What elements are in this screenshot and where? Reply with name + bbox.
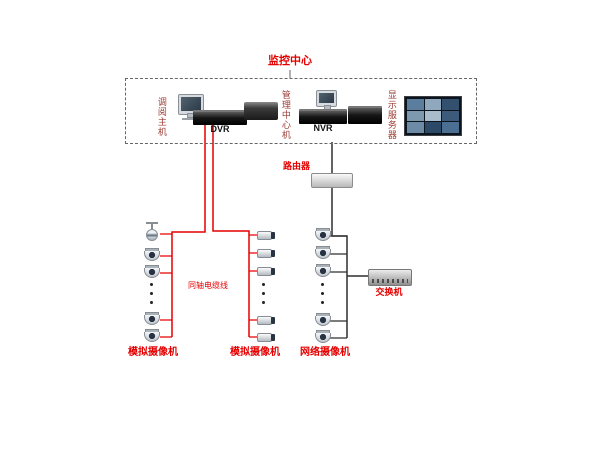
switch-ports [372,279,408,283]
nvr-device-icon [299,109,347,124]
network-camera-group-label: 网络摄像机 [300,347,350,358]
display-server-label: 显示服务器 [386,90,397,140]
management-label: 管理中心机 [280,90,291,140]
monitor-screen [319,93,334,103]
coaxial-cable-label: 同轴电缆线 [188,281,228,290]
monitor-screen [181,97,201,111]
ptz-camera-icon [146,222,158,242]
video-wall-icon [404,96,462,136]
diagram-title: 监控中心 [268,55,312,67]
dot [150,292,153,295]
ellipsis-dots-icon [262,283,266,310]
dome-camera-icon [315,264,331,277]
center-camera-stub-lines [249,234,257,338]
dot [321,301,324,304]
dot [262,301,265,304]
dome-camera-icon [144,329,160,342]
dome-camera-icon [315,330,331,343]
analog-camera-group-label-left: 模拟摄像机 [128,347,178,358]
bullet-camera-icon [257,315,275,327]
dot [262,292,265,295]
video-wall-screen [407,110,424,122]
dot [262,283,265,286]
dot [321,292,324,295]
ellipsis-dots-icon [321,283,325,310]
video-wall-screen [407,122,424,133]
video-wall-screen [424,99,442,110]
dome-camera-icon [315,228,331,241]
dot [321,283,324,286]
analog-camera-group-label-center: 模拟摄像机 [230,347,280,358]
dvr-to-center-camera-bus-line [212,123,250,337]
switch-icon [368,269,412,286]
management-server-icon [244,102,278,120]
dot [150,301,153,304]
monitor-base [181,118,199,120]
router-icon [311,173,353,188]
video-wall-screen [407,99,424,110]
dome-camera-icon [144,248,160,261]
dome-camera-icon [315,246,331,259]
left-camera-stub-lines [160,233,172,338]
bullet-camera-icon [257,230,275,242]
dot [150,283,153,286]
nvr-label: NVR [313,123,333,133]
dome-camera-icon [315,313,331,326]
dvr-to-left-camera-bus-line [171,123,206,337]
dome-camera-icon [144,265,160,278]
bullet-camera-icon [257,248,275,260]
viewing-host-label: 调阅主机 [156,97,167,137]
dvr-device-icon [193,110,247,125]
router-label: 路由器 [283,161,311,171]
dome-camera-icon [144,312,160,325]
bullet-camera-icon [257,332,275,344]
video-wall-screen [442,122,459,133]
network-camera-stub-lines [330,235,347,339]
switch-label: 交换机 [375,287,403,297]
ellipsis-dots-icon [150,283,154,310]
dvr-label: DVR [210,124,230,134]
router-to-network-camera-bus-line [331,186,348,338]
video-wall-screen [424,122,442,133]
viewing-host-monitor-icon [178,94,204,120]
display-server-icon [348,106,382,124]
nvr-monitor-icon [316,90,337,110]
monitoring-center-boundary [125,78,477,144]
video-wall-screen [442,110,459,122]
video-wall-screen [424,110,442,122]
bullet-camera-icon [257,266,275,278]
video-wall-screen [442,99,459,110]
